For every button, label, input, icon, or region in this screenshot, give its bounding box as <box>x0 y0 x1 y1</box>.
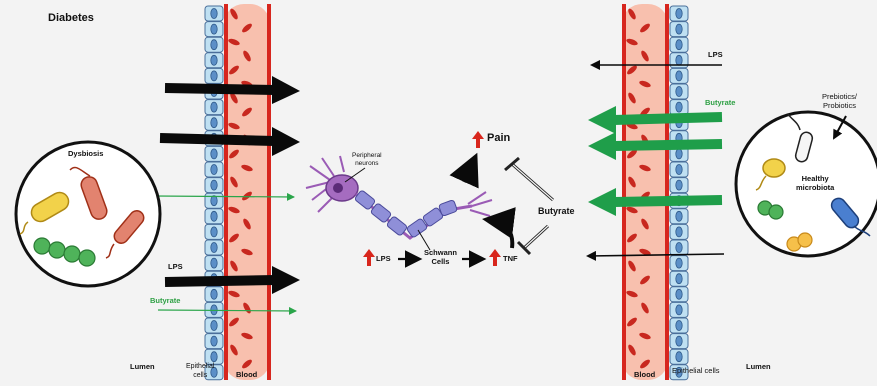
epithelial-nucleus <box>211 149 217 159</box>
epithelial-nucleus <box>676 40 682 50</box>
epithelial-nucleus <box>676 149 682 159</box>
epithelial-nucleus <box>676 165 682 175</box>
myelin-sheath <box>354 190 457 238</box>
epithelial-nucleus <box>211 165 217 175</box>
epithelial-nucleus <box>676 102 682 112</box>
epithelial-nucleus <box>676 9 682 19</box>
right-butyrate-label: Butyrate <box>705 98 735 107</box>
right-green-arrow-3 <box>614 200 722 202</box>
epithelial-nucleus <box>211 258 217 268</box>
neuron-to-pain-arrow <box>464 160 474 182</box>
epithelial-nucleus <box>211 102 217 112</box>
epithelial-nucleus <box>676 71 682 81</box>
epithelial-nucleus <box>211 289 217 299</box>
epithelial-nucleus <box>211 352 217 362</box>
epithelial-nucleus <box>211 24 217 34</box>
right-blood-label: Blood <box>634 370 655 379</box>
left-blood-vessel <box>224 4 270 380</box>
epithelial-nucleus <box>676 211 682 221</box>
epithelial-nucleus <box>211 118 217 128</box>
epithelial-nucleus <box>211 180 217 190</box>
butyrate-inhibits-tnf <box>518 226 548 254</box>
pain-label: Pain <box>487 132 510 144</box>
right-epithelium <box>670 6 688 380</box>
butyrate-inhibits-pain <box>505 158 553 200</box>
left-green-thin-arrow-2 <box>158 310 296 311</box>
epithelial-nucleus <box>211 243 217 253</box>
diagram-title: Diabetes <box>48 12 94 24</box>
tnf-up-arrow-icon <box>489 249 501 266</box>
epithelial-nucleus <box>211 336 217 346</box>
epithelial-nucleus <box>676 180 682 190</box>
peripheral-neurons-label: Peripheral neurons <box>352 152 382 168</box>
right-lumen-label: Lumen <box>746 362 771 371</box>
epithelial-nucleus <box>211 40 217 50</box>
epithelial-nucleus <box>211 211 217 221</box>
epithelial-nucleus <box>676 305 682 315</box>
left-green-thin-arrow-1 <box>155 196 294 197</box>
healthy-microbiota-label: Healthy microbiota <box>796 174 834 192</box>
epithelial-nucleus <box>676 55 682 65</box>
epithelial-nucleus <box>676 321 682 331</box>
epithelial-nucleus <box>676 227 682 237</box>
right-green-arrow-1 <box>614 117 722 120</box>
epithelial-nucleus <box>211 227 217 237</box>
epithelial-nucleus <box>676 87 682 97</box>
right-lps-label: LPS <box>708 50 723 59</box>
epithelial-nucleus <box>676 274 682 284</box>
epithelial-nucleus <box>676 243 682 253</box>
left-butyrate-label: Butyrate <box>150 296 180 305</box>
dysbiosis-circle <box>16 142 160 286</box>
left-epithelial-label: Epithelial cells <box>186 362 214 380</box>
peripheral-neuron <box>306 156 492 250</box>
epithelial-nucleus <box>676 336 682 346</box>
epithelial-nucleus <box>676 352 682 362</box>
increase-indicators <box>363 131 501 266</box>
left-lps-label: LPS <box>168 262 183 271</box>
left-epithelium <box>205 6 223 380</box>
left-arrow-1 <box>165 88 275 90</box>
epithelial-nucleus <box>211 55 217 65</box>
left-blood-label: Blood <box>236 370 257 379</box>
prebiotics-probiotics-label: Prebiotics/ Probiotics <box>822 92 857 110</box>
pain-up-arrow-icon <box>472 131 484 148</box>
epithelial-nucleus <box>211 9 217 19</box>
right-epithelial-label: Epithelial cells <box>672 366 720 375</box>
epithelial-nucleus <box>676 289 682 299</box>
schwann-cells-label: Schwann Cells <box>424 248 457 266</box>
left-arrow-2 <box>160 138 275 141</box>
center-butyrate-label: Butyrate <box>538 206 575 216</box>
lps-up-arrow-icon <box>363 249 375 266</box>
epithelial-nucleus <box>676 24 682 34</box>
right-lps-arrow-bottom <box>588 254 724 256</box>
epithelial-nucleus <box>211 71 217 81</box>
left-lumen-label: Lumen <box>130 362 155 371</box>
tnf-to-neuron-arrow <box>490 220 512 248</box>
left-arrow-lps <box>165 280 275 282</box>
epithelial-nucleus <box>211 196 217 206</box>
center-lps-label: LPS <box>376 254 391 263</box>
epithelial-nucleus <box>211 321 217 331</box>
dysbiosis-label: Dysbiosis <box>68 149 103 158</box>
right-green-arrow-2 <box>614 144 722 146</box>
epithelial-nucleus <box>676 258 682 268</box>
right-blood-vessel <box>622 4 668 380</box>
tnf-label: TNF <box>503 254 518 263</box>
pathway-arrows <box>398 158 553 259</box>
